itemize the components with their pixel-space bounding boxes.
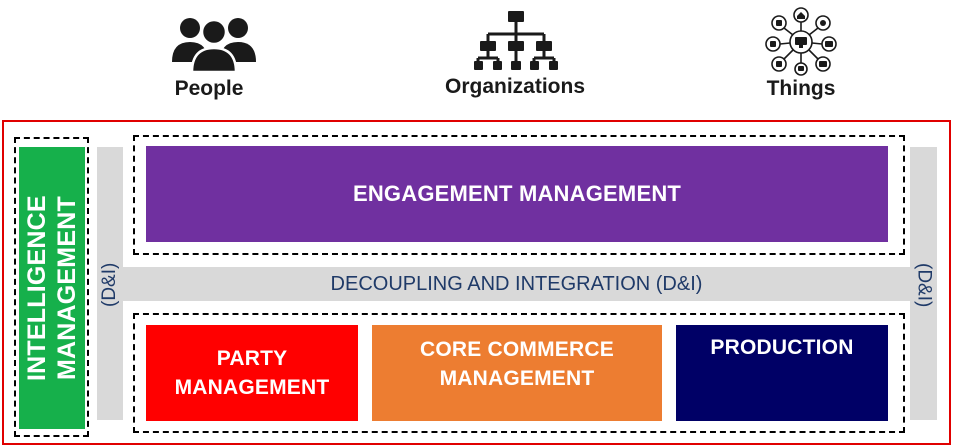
core-commerce-management-label: CORE COMMERCE MANAGEMENT: [420, 338, 614, 390]
organizations-label: Organizations: [444, 75, 586, 98]
core-commerce-management-block: CORE COMMERCE MANAGEMENT: [372, 325, 662, 421]
things-label: Things: [766, 77, 836, 100]
intelligence-dashed-box: [14, 137, 89, 437]
core-dashed-box: [133, 313, 905, 433]
dni-left-band: [97, 147, 123, 420]
architecture-frame: [2, 120, 951, 445]
party-management-block: PARTY MANAGEMENT: [146, 325, 358, 421]
decoupling-label: DECOUPLING AND INTEGRATION (D&I): [330, 272, 703, 295]
people-group-icon: [172, 18, 256, 72]
iot-devices-icon: [765, 7, 837, 76]
production-block: PRODUCTION: [676, 325, 888, 421]
dni-right-band: [910, 147, 937, 420]
dni-left-label: (D&I): [99, 262, 120, 308]
production-label: PRODUCTION: [710, 336, 854, 359]
engagement-management-block: ENGAGEMENT MANAGEMENT: [146, 146, 888, 242]
party-management-label: PARTY MANAGEMENT: [174, 347, 330, 399]
intelligence-management-block: INTELLIGENCE MANAGEMENT: [19, 147, 85, 429]
people-label: People: [174, 77, 244, 100]
decoupling-band: [123, 267, 910, 301]
intelligence-management-label: INTELLIGENCE MANAGEMENT: [23, 195, 81, 381]
engagement-dashed-box: [133, 135, 905, 255]
org-chart-icon: [474, 11, 558, 70]
engagement-management-label: ENGAGEMENT MANAGEMENT: [352, 181, 682, 206]
dni-right-label: (D&I): [913, 262, 935, 308]
